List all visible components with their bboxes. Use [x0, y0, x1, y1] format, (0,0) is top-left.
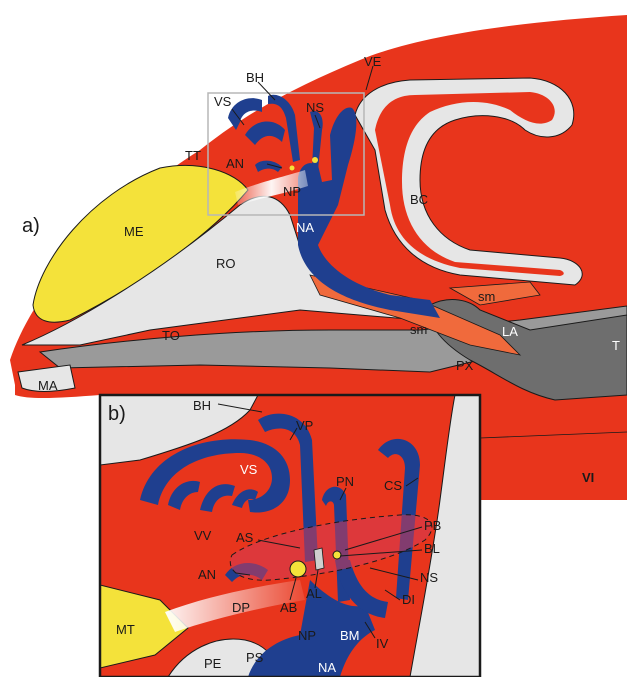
edge-text: VI	[582, 470, 594, 485]
label-a-na: NA	[296, 220, 314, 235]
label-a-px: PX	[456, 358, 474, 373]
label-b-vp: VP	[296, 418, 313, 433]
label-b-pe: PE	[204, 656, 222, 671]
lower-strip	[480, 430, 627, 500]
label-b-bh: BH	[193, 398, 211, 413]
np-dot	[312, 157, 318, 163]
label-a-t: T	[612, 338, 620, 353]
label-a-an: AN	[226, 156, 244, 171]
label-b-bm: BM	[340, 628, 360, 643]
label-a-np: NP	[283, 184, 301, 199]
an-dot	[290, 166, 295, 171]
label-a-sm1: sm	[478, 289, 495, 304]
label-a-bh: BH	[246, 70, 264, 85]
b-bl	[333, 551, 341, 559]
panel-b-letter: b)	[108, 403, 126, 425]
label-b-bl: BL	[424, 541, 440, 556]
label-a-la: LA	[502, 324, 518, 339]
label-a-ro: RO	[216, 256, 236, 271]
label-a-tt: TT	[185, 148, 201, 163]
panel-b: BH VP VS PN CS VV PB AS BL AN NS DI AB A…	[100, 395, 480, 677]
label-b-vs: VS	[240, 462, 258, 477]
label-a-ns: NS	[306, 100, 324, 115]
label-a-me: ME	[124, 224, 144, 239]
label-b-na: NA	[318, 660, 336, 675]
label-b-an: AN	[198, 567, 216, 582]
label-b-al: AL	[306, 586, 322, 601]
label-b-dp: DP	[232, 600, 250, 615]
b-ab	[290, 561, 306, 577]
label-b-np: NP	[298, 628, 316, 643]
label-b-pn: PN	[336, 474, 354, 489]
panel-a-letter: a)	[22, 215, 40, 237]
label-b-mt: MT	[116, 622, 135, 637]
label-a-to: TO	[162, 328, 180, 343]
label-a-bc: BC	[410, 192, 428, 207]
b-al	[314, 548, 324, 570]
label-a-sm2: sm	[410, 322, 427, 337]
label-b-ps: PS	[246, 650, 264, 665]
label-b-ns: NS	[420, 570, 438, 585]
label-b-di: DI	[402, 592, 415, 607]
label-b-pb: PB	[424, 518, 441, 533]
label-b-as: AS	[236, 530, 254, 545]
label-b-iv: IV	[376, 636, 389, 651]
label-b-vv: VV	[194, 528, 212, 543]
label-a-ma: MA	[38, 378, 58, 393]
label-a-vs: VS	[214, 94, 232, 109]
label-b-cs: CS	[384, 478, 402, 493]
label-a-ve: VE	[364, 54, 382, 69]
label-b-ab: AB	[280, 600, 297, 615]
